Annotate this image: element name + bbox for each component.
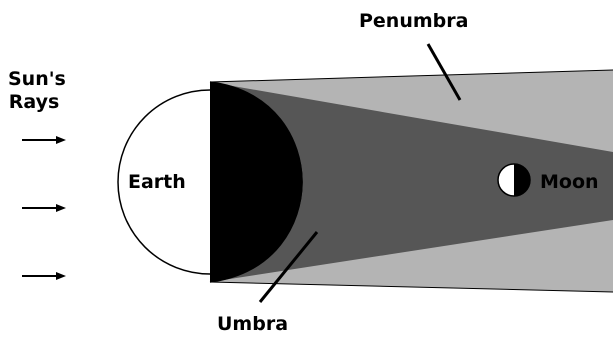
umbra-label: Umbra <box>217 313 288 335</box>
penumbra-label: Penumbra <box>359 10 468 32</box>
sun-ray-arrow <box>22 272 66 280</box>
sun-ray-arrow <box>22 204 66 212</box>
sun-rays-label-line1: Sun's <box>8 68 60 91</box>
sun-rays-label-line2: Rays <box>8 91 60 114</box>
moon-label: Moon <box>540 171 599 193</box>
earth-label: Earth <box>128 171 186 193</box>
sun-rays-label: Sun's Rays <box>8 68 60 114</box>
sun-ray-arrow <box>22 136 66 144</box>
